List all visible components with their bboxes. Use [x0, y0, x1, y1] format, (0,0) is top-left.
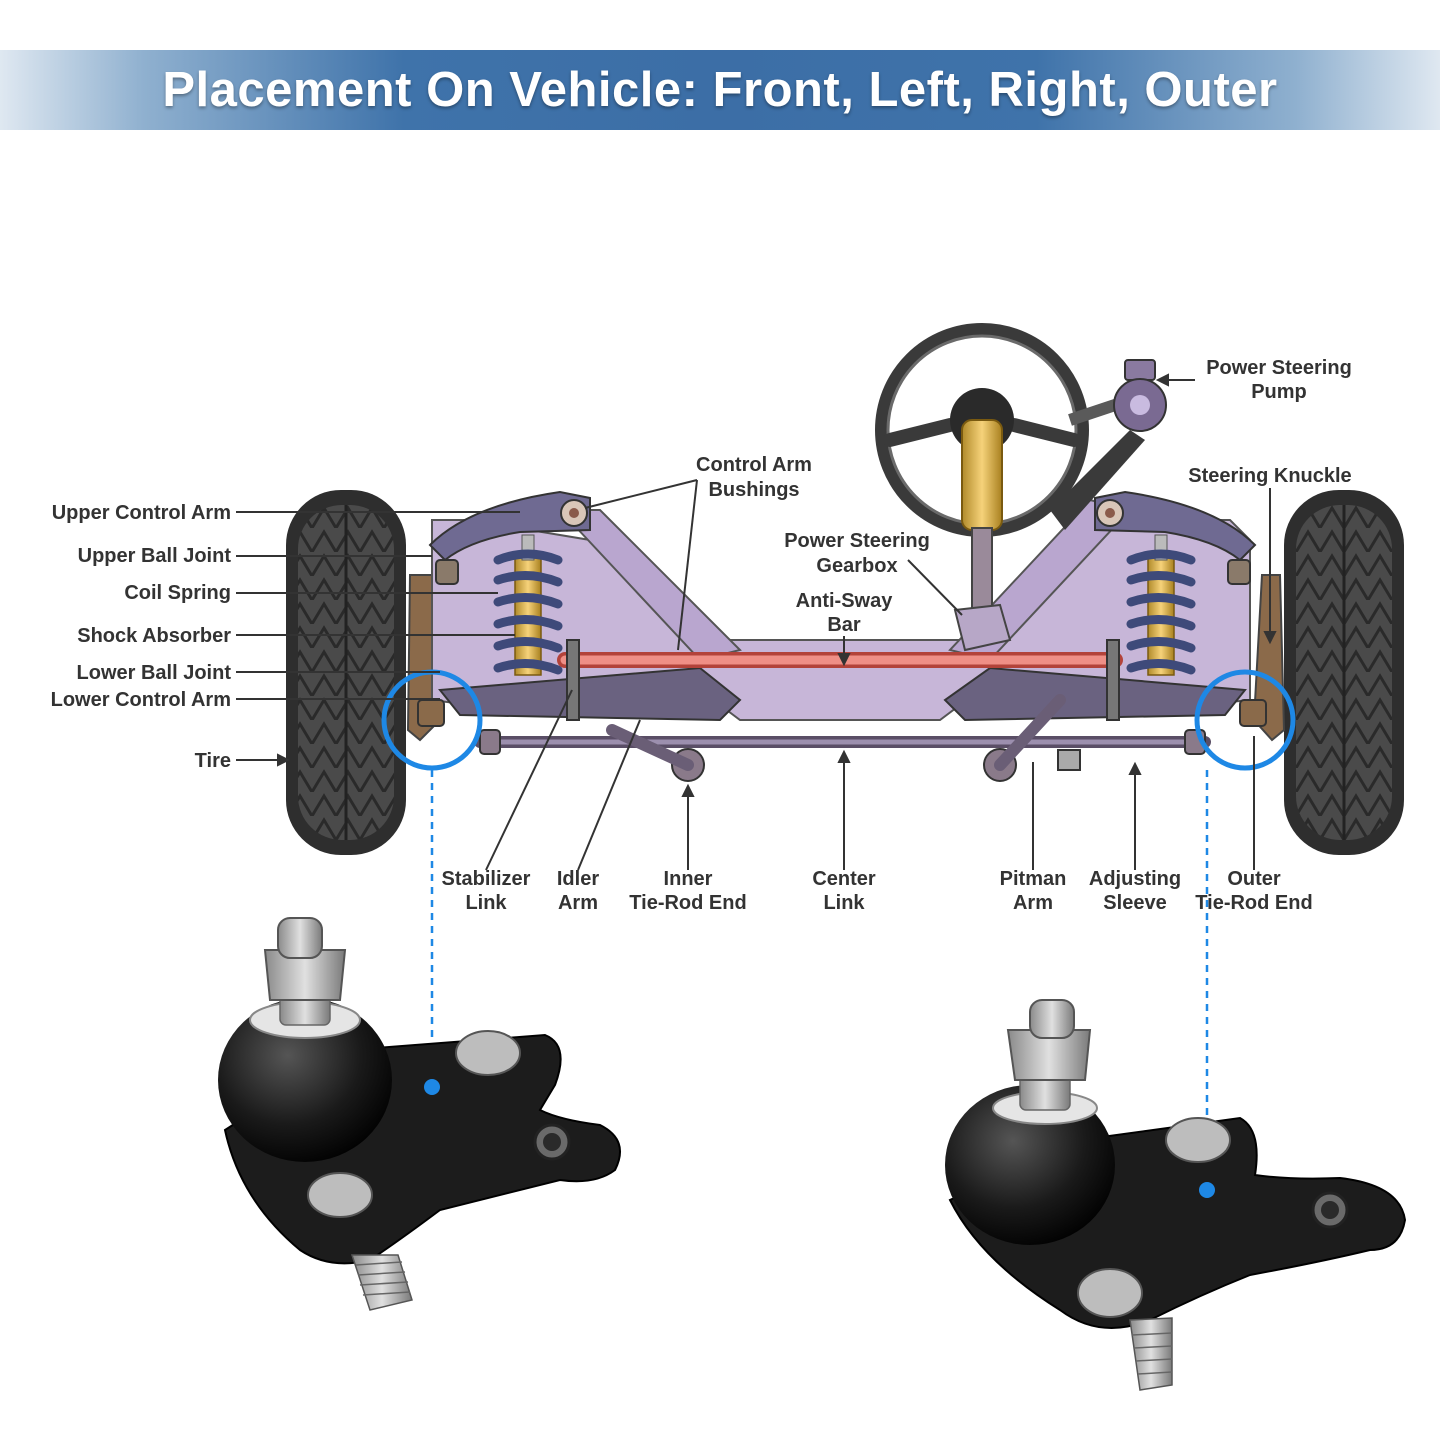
left-coil-spring — [493, 534, 563, 676]
label-anti-sway-bar-2: Bar — [827, 614, 861, 636]
right-upper-ball-joint — [1227, 559, 1251, 585]
stabilizer-links — [566, 639, 1120, 721]
right-steering-knuckle — [1252, 574, 1286, 742]
leader-lines — [236, 373, 1277, 871]
right-upper-control-arm — [1094, 490, 1257, 562]
label-control-arm-bushings-2: Bushings — [708, 479, 799, 501]
left-callout-dot — [424, 1079, 440, 1095]
adjusting-sleeve — [1057, 749, 1081, 771]
title-banner: Placement On Vehicle: Front, Left, Right… — [0, 50, 1440, 130]
label-shock-absorber: Shock Absorber — [77, 625, 231, 647]
label-upper-ball-joint: Upper Ball Joint — [78, 545, 232, 567]
right-coil-spring — [1126, 534, 1196, 676]
power-steering-pump — [1113, 359, 1167, 432]
label-power-steering-pump-2: Pump — [1251, 381, 1307, 403]
label-anti-sway-bar-1: Anti-Sway — [796, 590, 894, 612]
idler-arm — [606, 724, 694, 771]
label-idler-arm-2: Arm — [558, 892, 598, 914]
label-outer-tie-rod-end-1: Outer — [1227, 868, 1281, 890]
label-coil-spring: Coil Spring — [124, 582, 231, 604]
label-center-link-1: Center — [812, 868, 876, 890]
label-lower-ball-joint: Lower Ball Joint — [77, 662, 232, 684]
label-stabilizer-link-1: Stabilizer — [442, 868, 531, 890]
right-tire — [1284, 490, 1404, 855]
label-power-steering-pump-1: Power Steering — [1206, 357, 1352, 379]
left-lower-control-arm — [438, 666, 742, 722]
label-lower-control-arm: Lower Control Arm — [51, 689, 231, 711]
label-inner-tie-rod-end-1: Inner — [664, 868, 713, 890]
label-idler-arm-1: Idler — [557, 868, 599, 890]
label-upper-control-arm: Upper Control Arm — [52, 502, 231, 524]
left-ball-joint-product — [218, 917, 621, 1311]
label-control-arm-bushings-1: Control Arm — [696, 454, 812, 476]
label-power-steering-gearbox-1: Power Steering — [784, 530, 930, 552]
pitman-arm — [994, 694, 1066, 771]
right-callout-dot — [1199, 1182, 1215, 1198]
label-power-steering-gearbox-2: Gearbox — [816, 555, 897, 577]
left-lower-ball-joint — [417, 699, 445, 727]
label-adjusting-sleeve-1: Adjusting — [1089, 868, 1181, 890]
label-outer-tie-rod-end-2: Tie-Rod End — [1195, 892, 1312, 914]
right-lower-ball-joint — [1239, 699, 1267, 727]
label-tire: Tire — [195, 750, 231, 772]
steering-column — [961, 419, 1003, 531]
label-pitman-arm-2: Arm — [1013, 892, 1053, 914]
right-ball-joint-product — [945, 999, 1407, 1391]
page-title: Placement On Vehicle: Front, Left, Right… — [162, 63, 1278, 117]
label-center-link-2: Link — [823, 892, 865, 914]
label-stabilizer-link-2: Link — [465, 892, 507, 914]
label-adjusting-sleeve-2: Sleeve — [1103, 892, 1166, 914]
label-pitman-arm-1: Pitman — [1000, 868, 1067, 890]
right-lower-control-arm — [943, 666, 1247, 722]
left-upper-ball-joint — [435, 559, 459, 585]
label-inner-tie-rod-end-2: Tie-Rod End — [629, 892, 746, 914]
label-steering-knuckle: Steering Knuckle — [1188, 465, 1351, 487]
power-steering-gearbox — [953, 603, 1012, 652]
right-outer-ball-joint-highlight — [1194, 669, 1296, 771]
left-upper-control-arm — [428, 490, 591, 562]
